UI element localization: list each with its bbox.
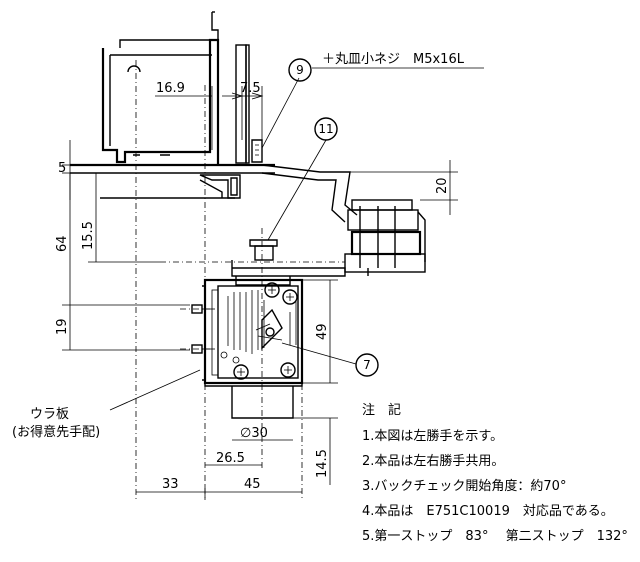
roller-assembly xyxy=(344,199,426,276)
notes-title: 注 記 xyxy=(362,402,401,418)
dim-49: 49 xyxy=(315,323,330,340)
balloon-11-label: 11 xyxy=(318,122,333,136)
dim-phi30: ∅30 xyxy=(240,426,268,441)
dim-64: 64 xyxy=(55,235,70,252)
back-plate-sub-label: (お得意先手配) xyxy=(12,424,100,440)
dim-16-9: 16.9 xyxy=(156,81,185,96)
note-item: 3.バックチェック開始角度：約70° xyxy=(362,478,566,494)
leader-lines xyxy=(109,67,484,411)
screw-spec-label: ＋丸皿小ネジ M5x16L xyxy=(322,52,465,67)
dim-20: 20 xyxy=(435,177,450,194)
stop-bracket xyxy=(199,174,241,199)
dim-5: 5 xyxy=(58,161,66,176)
back-plate-label: ウラ板 xyxy=(30,407,69,422)
dimension-lines xyxy=(62,86,458,500)
closer-arm xyxy=(261,164,358,223)
dim-45: 45 xyxy=(244,477,261,492)
note-item: 5.第一ストップ 83° 第二ストップ 132° xyxy=(362,529,628,544)
soffit-lines xyxy=(70,163,275,199)
dim-15-5: 15.5 xyxy=(81,221,96,250)
balloon-9: 9 xyxy=(288,58,312,82)
closer-body xyxy=(202,278,304,387)
balloon-9-label: 9 xyxy=(296,63,304,77)
centerlines xyxy=(135,60,345,500)
balloon-7-label: 7 xyxy=(363,358,371,372)
mounting-screws xyxy=(191,304,215,354)
notes-block: 注 記 1.本図は左勝手を示す。 2.本品は左右勝手共用。 3.バックチェック開… xyxy=(362,402,628,544)
dim-14-5: 14.5 xyxy=(315,449,330,478)
note-item: 4.本品は E751C10019 対応品である。 xyxy=(362,504,614,519)
note-item: 1.本図は左勝手を示す。 xyxy=(362,429,503,444)
note-item: 2.本品は左右勝手共用。 xyxy=(362,454,504,469)
dim-7-5: 7.5 xyxy=(240,81,261,96)
balloon-7: 7 xyxy=(355,353,379,377)
dim-26-5: 26.5 xyxy=(216,451,245,466)
dim-33: 33 xyxy=(162,477,179,492)
frame-profile xyxy=(101,11,263,165)
closer-top xyxy=(231,239,346,286)
cylinder xyxy=(231,386,294,419)
balloon-11: 11 xyxy=(314,117,338,141)
dim-19: 19 xyxy=(55,318,70,335)
